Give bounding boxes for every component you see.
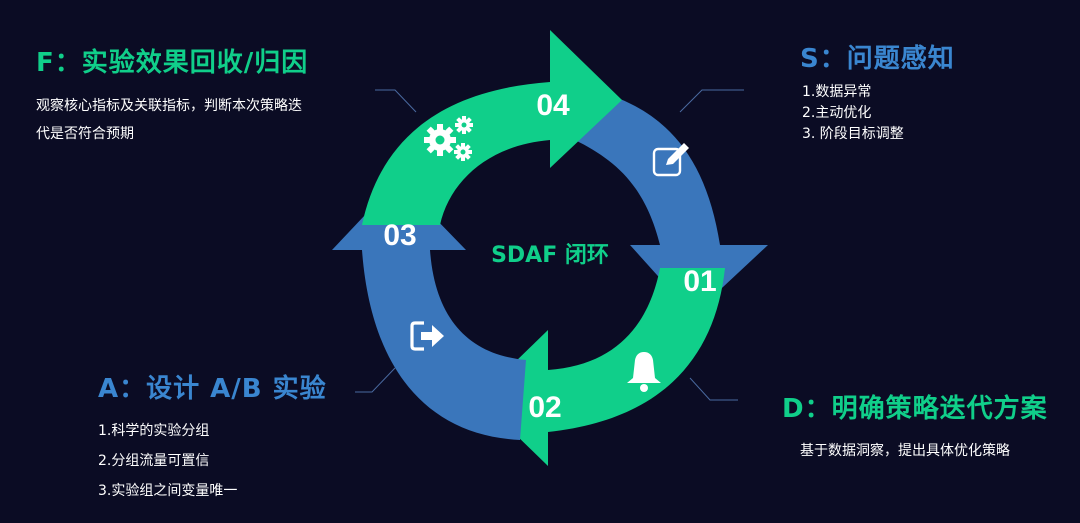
panel-f-title: F：实验效果回收/归因 bbox=[36, 48, 309, 78]
segment-04-number: 04 bbox=[536, 89, 570, 122]
segment-03-number: 03 bbox=[383, 219, 416, 252]
segment-02-arrow bbox=[478, 268, 725, 466]
panel-s-list: 1.数据异常 2.主动优化 3. 阶段目标调整 bbox=[802, 82, 904, 145]
panel-d-text: 基于数据洞察，提出具体优化策略 bbox=[800, 443, 1010, 459]
segment-01-number: 01 bbox=[683, 265, 716, 298]
panel-d-title: D：明确策略迭代方案 bbox=[782, 394, 1048, 424]
connector-lines bbox=[355, 89, 744, 401]
list-item: 3. 阶段目标调整 bbox=[802, 126, 904, 142]
list-item: 2.分组流量可置信 bbox=[98, 453, 210, 469]
bell-icon bbox=[627, 352, 661, 392]
segment-02-number: 02 bbox=[528, 391, 561, 424]
list-item: 2.主动优化 bbox=[802, 105, 872, 121]
list-item: 1.科学的实验分组 bbox=[98, 423, 210, 439]
center-label: SDAF 闭环 bbox=[491, 243, 609, 268]
segment-01-arrow bbox=[575, 88, 768, 315]
connector-s bbox=[679, 89, 744, 113]
panel-a-title: A：设计 A/B 实验 bbox=[98, 374, 327, 404]
panel-s-title: S：问题感知 bbox=[800, 44, 955, 74]
connector-a bbox=[355, 367, 396, 393]
connector-d bbox=[689, 377, 738, 401]
segment-03-arrow bbox=[332, 180, 526, 440]
connector-f bbox=[375, 89, 417, 113]
exit-icon bbox=[410, 321, 444, 351]
panel-f-text-line-1: 观察核心指标及关联指标，判断本次策略迭 bbox=[36, 98, 302, 114]
panel-f-text: 观察核心指标及关联指标，判断本次策略迭 代是否符合预期 bbox=[36, 92, 302, 148]
edit-icon bbox=[652, 143, 689, 177]
list-item: 3.实验组之间变量唯一 bbox=[98, 483, 238, 499]
panel-f-text-line-2: 代是否符合预期 bbox=[36, 126, 134, 142]
gears-icon bbox=[424, 116, 473, 161]
segment-04-arrow bbox=[362, 30, 622, 225]
list-item: 1.数据异常 bbox=[802, 84, 872, 100]
panel-a-list: 1.科学的实验分组 2.分组流量可置信 3.实验组之间变量唯一 bbox=[98, 416, 237, 506]
